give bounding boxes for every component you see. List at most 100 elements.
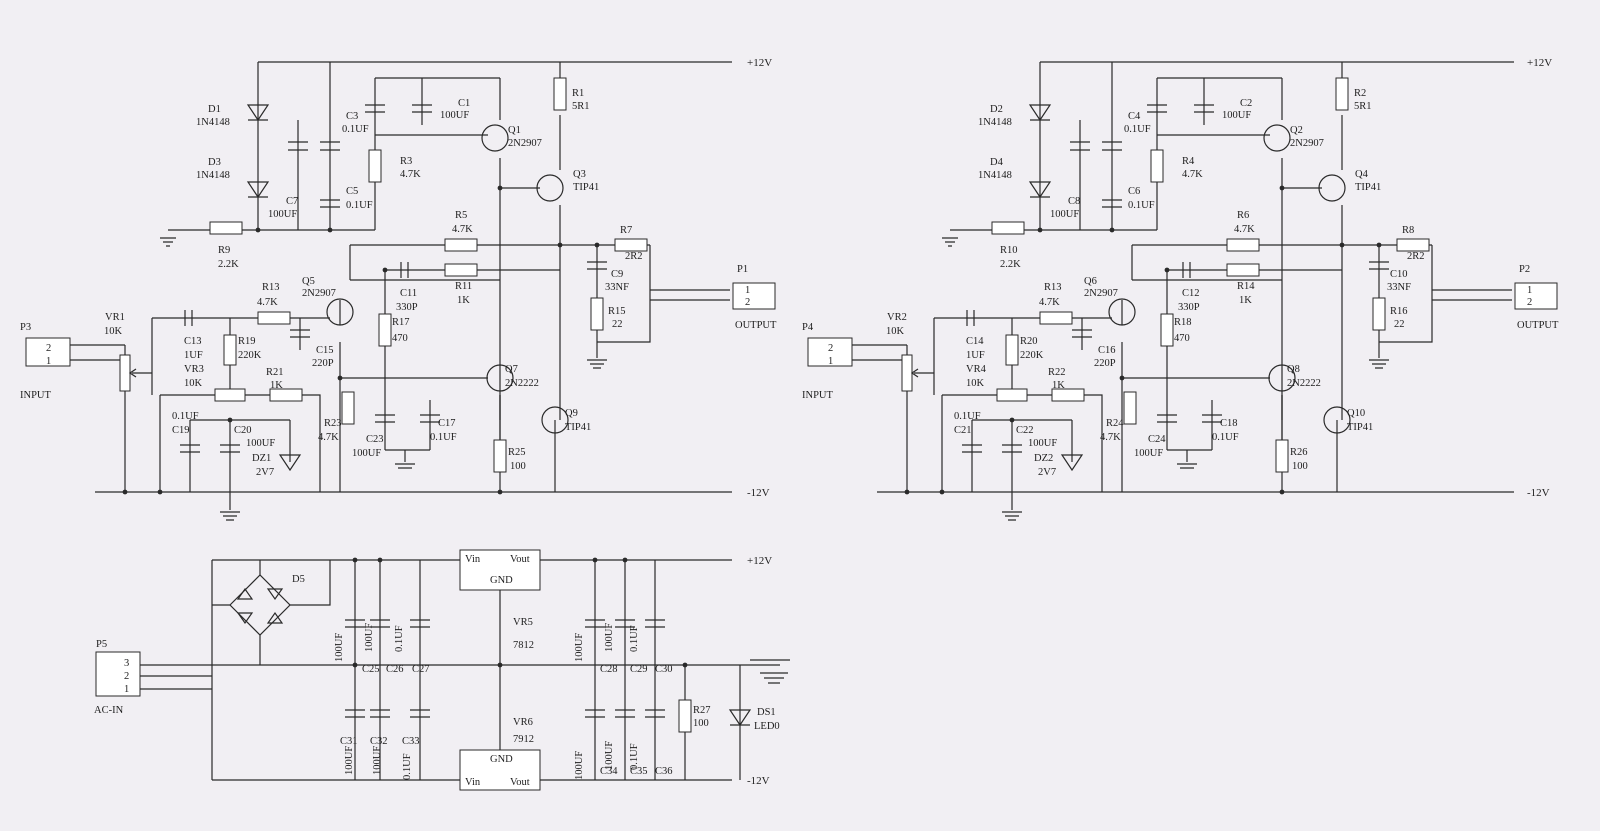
val-r2: 5R1 bbox=[1354, 101, 1372, 112]
ref-c31: C31 bbox=[340, 736, 358, 747]
ref-c22: C22 bbox=[1016, 425, 1034, 436]
ref-c21: C21 bbox=[954, 425, 972, 436]
val-c30: 0.1UF bbox=[629, 625, 640, 652]
ref-r22: R22 bbox=[1048, 367, 1066, 378]
ref-r9: R9 bbox=[218, 245, 230, 256]
ref-r15: R15 bbox=[608, 306, 626, 317]
ref-c36: C36 bbox=[655, 766, 673, 777]
ref-c24: C24 bbox=[1148, 434, 1166, 445]
ref-vr4: VR4 bbox=[966, 364, 987, 375]
val-q10: TIP41 bbox=[1347, 422, 1373, 433]
val-c16: 220P bbox=[1094, 358, 1116, 369]
vr5-vout: Vout bbox=[510, 554, 530, 565]
ref-vr2: VR2 bbox=[887, 312, 907, 323]
channel-right: +12V -12V D2 1N4148 D4 1N4148 C4 0.1UF C… bbox=[802, 57, 1559, 521]
val-r16: 22 bbox=[1394, 319, 1405, 330]
val-c23: 100UF bbox=[352, 448, 381, 459]
ref-c13: C13 bbox=[184, 336, 202, 347]
ref-c6: C6 bbox=[1128, 186, 1140, 197]
val-c14: 1UF bbox=[966, 350, 985, 361]
val-c2: 100UF bbox=[1222, 110, 1251, 121]
ref-c34: C34 bbox=[600, 766, 618, 777]
p5-pin1: 1 bbox=[124, 684, 129, 695]
val-d4: 1N4148 bbox=[978, 170, 1012, 181]
vr5-vin: Vin bbox=[465, 554, 481, 565]
val-r24: 4.7K bbox=[1100, 432, 1121, 443]
val-c12: 330P bbox=[1178, 302, 1200, 313]
ref-c33: C33 bbox=[402, 736, 420, 747]
val-c29: 100UF bbox=[604, 623, 615, 652]
ref-ds1: DS1 bbox=[757, 707, 776, 718]
val-vr2: 10K bbox=[886, 326, 905, 337]
val-r25: 100 bbox=[510, 461, 526, 472]
ref-r18: R18 bbox=[1174, 317, 1192, 328]
ref-d3: D3 bbox=[208, 157, 221, 168]
ref-c15: C15 bbox=[316, 345, 334, 356]
val-c11: 330P bbox=[396, 302, 418, 313]
val-r3: 4.7K bbox=[400, 169, 421, 180]
ref-c27: C27 bbox=[412, 664, 430, 675]
val-r11: 1K bbox=[457, 295, 470, 306]
val-q8: 2N2222 bbox=[1287, 378, 1321, 389]
val-vr5: 7812 bbox=[513, 640, 534, 651]
label-output-left: OUTPUT bbox=[735, 320, 777, 331]
val-r5: 4.7K bbox=[452, 224, 473, 235]
p3-pin2: 2 bbox=[46, 343, 51, 354]
connector-p5 bbox=[95, 651, 141, 697]
label-output-right: OUTPUT bbox=[1517, 320, 1559, 331]
val-c19: 0.1UF bbox=[172, 411, 199, 422]
ref-c19: C19 bbox=[172, 425, 190, 436]
ref-r6: R6 bbox=[1237, 210, 1249, 221]
val-c3: 0.1UF bbox=[342, 124, 369, 135]
val-c25: 100UF bbox=[334, 633, 345, 662]
ref-r4: R4 bbox=[1182, 156, 1195, 167]
ref-c35: C35 bbox=[630, 766, 648, 777]
ref-r3: R3 bbox=[400, 156, 412, 167]
val-d1: 1N4148 bbox=[196, 117, 230, 128]
ref-r20: R20 bbox=[1020, 336, 1038, 347]
val-d2: 1N4148 bbox=[978, 117, 1012, 128]
ref-c2: C2 bbox=[1240, 98, 1252, 109]
ref-vr3: VR3 bbox=[184, 364, 204, 375]
ref-r24: R24 bbox=[1106, 418, 1124, 429]
ref-r2: R2 bbox=[1354, 88, 1366, 99]
ref-q7: Q7 bbox=[505, 364, 518, 375]
val-d3: 1N4148 bbox=[196, 170, 230, 181]
ref-q9: Q9 bbox=[565, 408, 578, 419]
ref-r25: R25 bbox=[508, 447, 526, 458]
ref-d5: D5 bbox=[292, 574, 305, 585]
val-c26: 100UF bbox=[364, 623, 375, 652]
val-r21: 1K bbox=[270, 380, 283, 391]
ref-c12: C12 bbox=[1182, 288, 1200, 299]
ref-q3: Q3 bbox=[573, 169, 586, 180]
ref-c20: C20 bbox=[234, 425, 252, 436]
ref-c17: C17 bbox=[438, 418, 456, 429]
val-c5: 0.1UF bbox=[346, 200, 373, 211]
val-c7: 100UF bbox=[268, 209, 297, 220]
ref-vr5: VR5 bbox=[513, 617, 533, 628]
vr6-vout: Vout bbox=[510, 777, 530, 788]
ref-r14: R14 bbox=[1237, 281, 1255, 292]
val-c24: 100UF bbox=[1134, 448, 1163, 459]
val-c15: 220P bbox=[312, 358, 334, 369]
label-ac-in: AC-IN bbox=[94, 705, 124, 716]
left-rail-pos: +12V bbox=[747, 57, 772, 69]
ref-p1: P1 bbox=[737, 264, 748, 275]
val-r9: 2.2K bbox=[218, 259, 239, 270]
vr6-vin: Vin bbox=[465, 777, 481, 788]
ref-c5: C5 bbox=[346, 186, 358, 197]
label-input-right: INPUT bbox=[802, 390, 834, 401]
val-c28: 100UF bbox=[574, 633, 585, 662]
val-c1: 100UF bbox=[440, 110, 469, 121]
p3-pin1: 1 bbox=[46, 356, 51, 367]
ref-q8: Q8 bbox=[1287, 364, 1300, 375]
ref-c3: C3 bbox=[346, 111, 358, 122]
val-vr1: 10K bbox=[104, 326, 123, 337]
psu-rail-neg: -12V bbox=[747, 775, 770, 787]
ref-r19: R19 bbox=[238, 336, 256, 347]
val-q6: 2N2907 bbox=[1084, 288, 1118, 299]
ref-c28: C28 bbox=[600, 664, 618, 675]
val-c17: 0.1UF bbox=[430, 432, 457, 443]
p2-pin2: 2 bbox=[1527, 297, 1532, 308]
val-r13-right: 4.7K bbox=[1039, 297, 1060, 308]
